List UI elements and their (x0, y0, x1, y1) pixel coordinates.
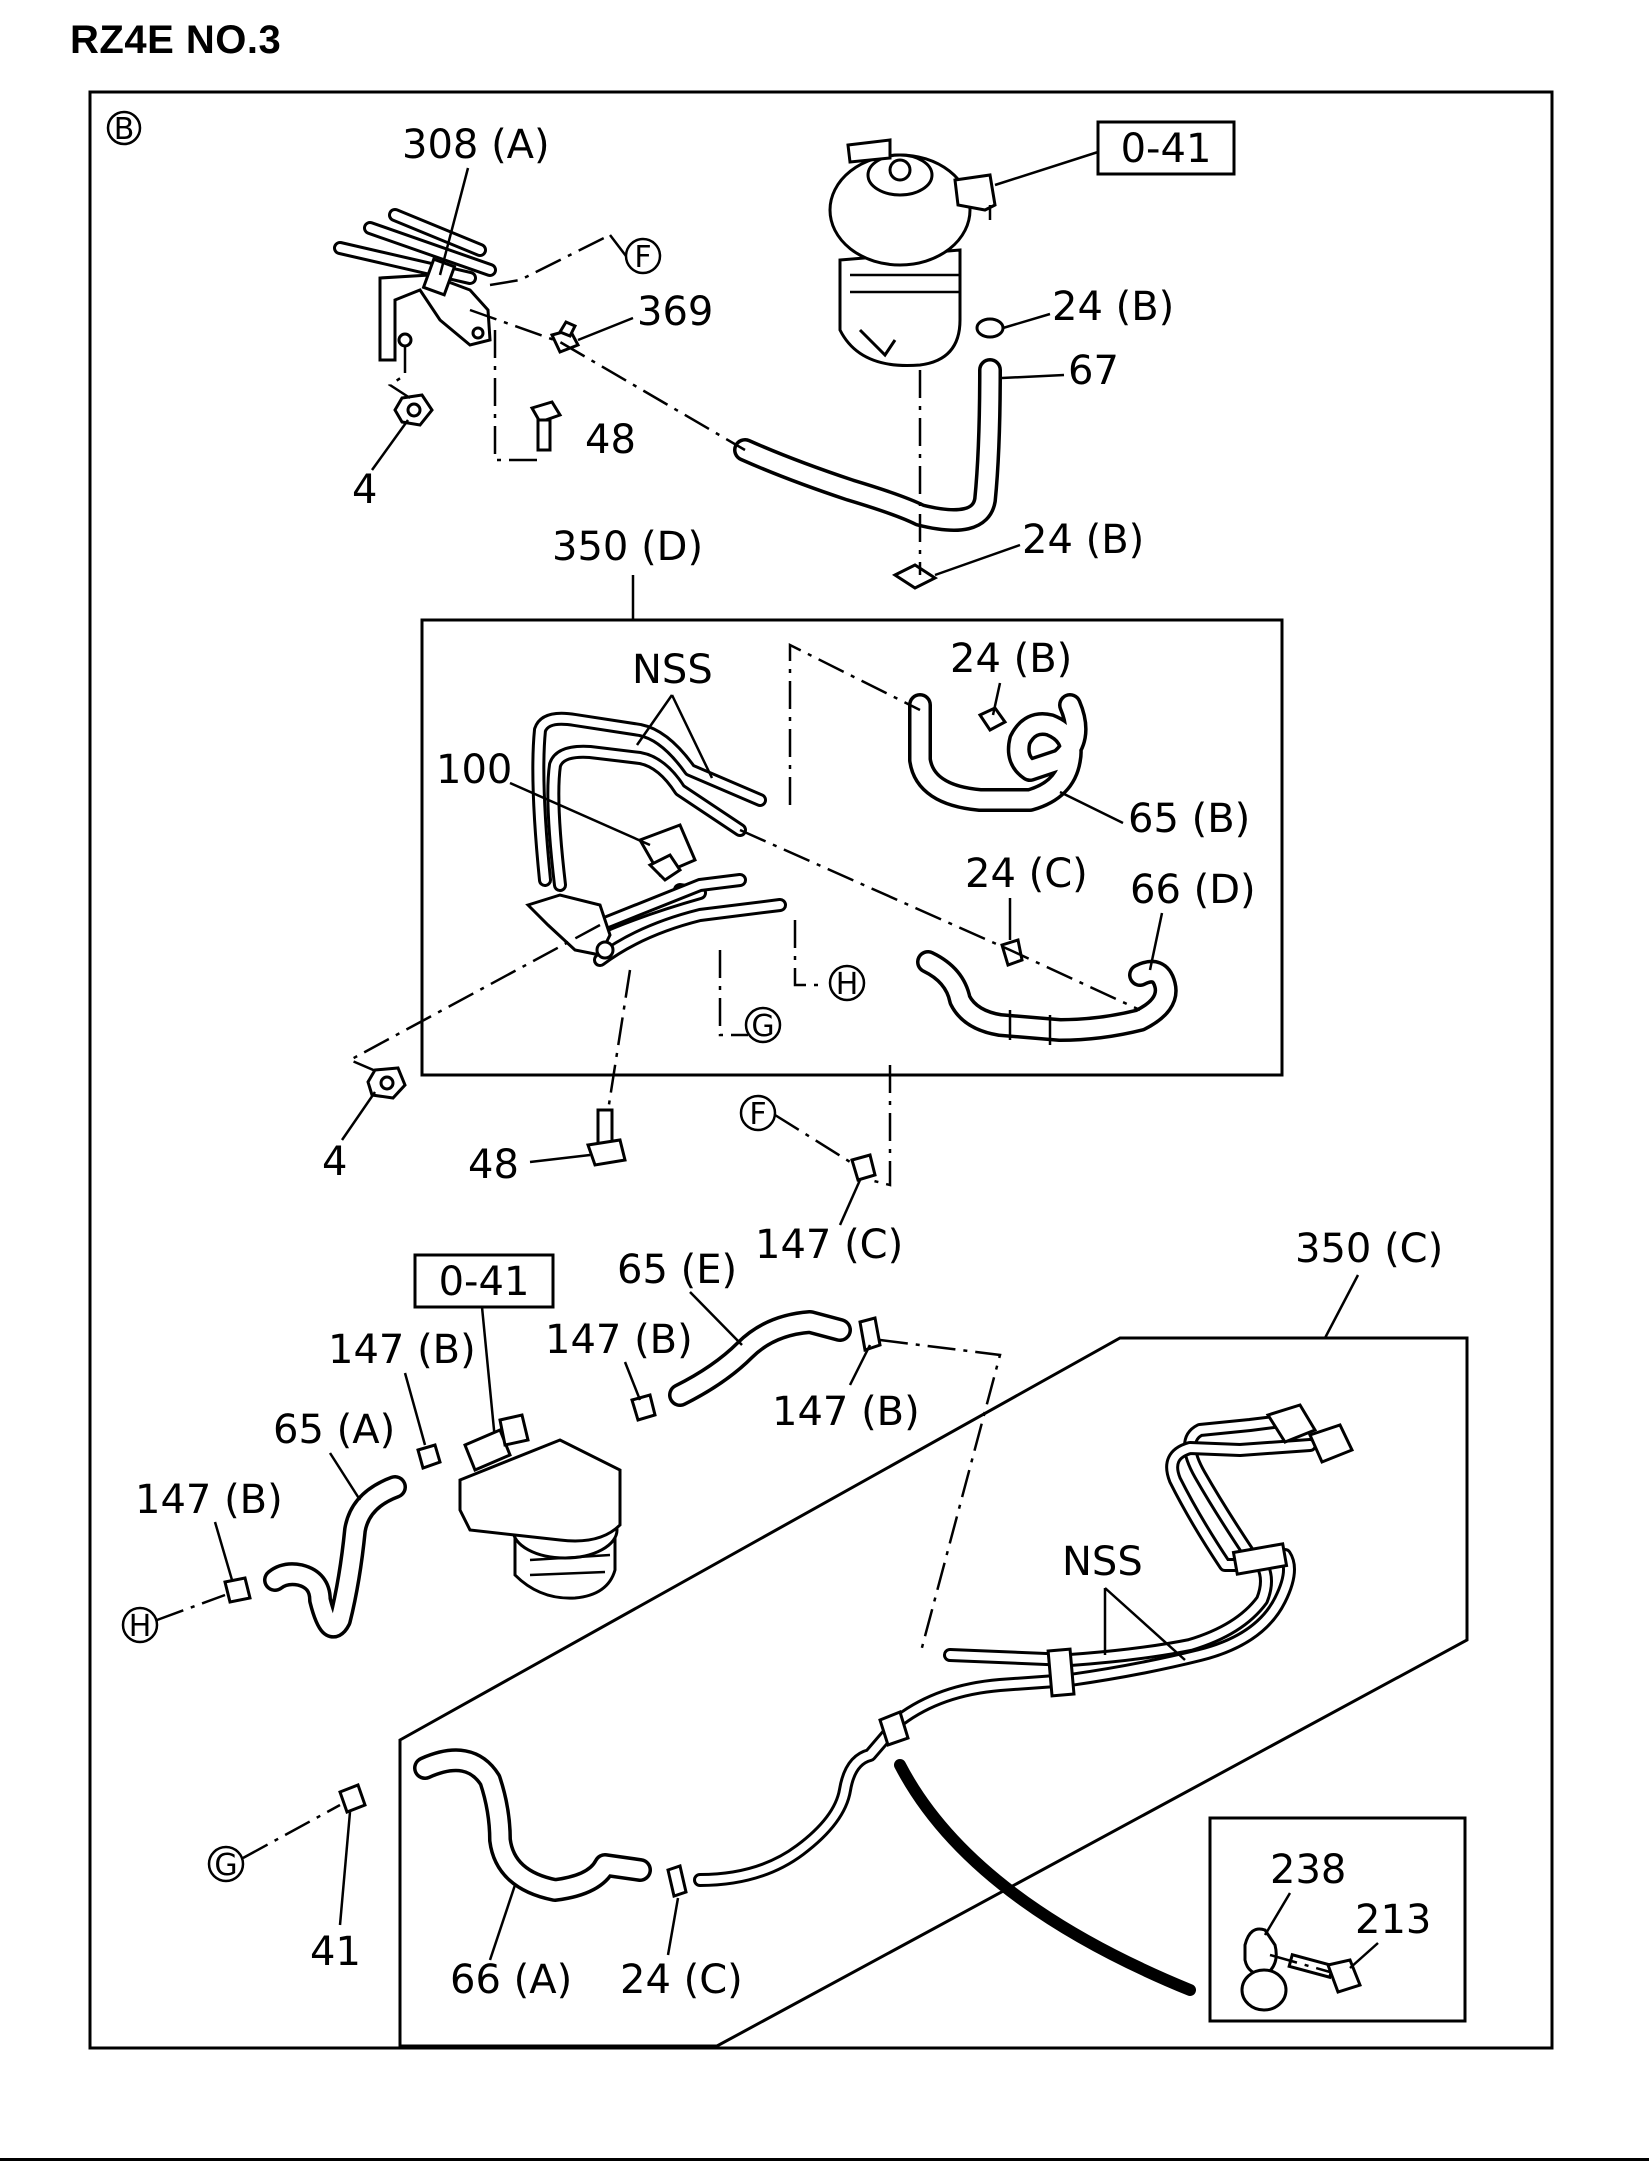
connector-f-top: F (609, 234, 662, 275)
label-48-mid: 48 (468, 1142, 519, 1188)
label-66d: 66 (D) (1130, 867, 1256, 913)
clamp-147c (850, 1153, 877, 1182)
label-24b-a: 24 (B) (1052, 284, 1174, 330)
bottom-rule (0, 2158, 1649, 2161)
leader-nut4-mid (347, 923, 601, 1077)
nut-4-top (393, 393, 434, 427)
leader-bolt48-mid (603, 969, 632, 1131)
clamp-24c-top (1000, 938, 1024, 967)
leader-g-mid (718, 950, 748, 1037)
leader-65b-tube (788, 642, 921, 805)
fitting-308a (333, 208, 497, 297)
diagram-frame (88, 90, 1554, 2050)
svg-text:F: F (634, 240, 651, 275)
hose-65e (668, 1310, 852, 1407)
svg-text:H: H (836, 967, 859, 1002)
svg-text:F: F (749, 1097, 766, 1132)
connector-h-mid: H (828, 964, 866, 1002)
leader-f-mid (774, 1113, 856, 1167)
hose-66a (413, 1748, 652, 1902)
svg-text:0-41: 0-41 (1121, 126, 1212, 172)
svg-text:B: B (114, 112, 135, 147)
label-369: 369 (637, 289, 713, 335)
label-308a: 308 (A) (402, 122, 550, 168)
label-100: 100 (436, 747, 512, 793)
ref-box-0-41-top: 0-41 (994, 120, 1236, 187)
page-title: RZ4E NO.3 (70, 18, 282, 62)
label-4-mid: 4 (322, 1139, 347, 1185)
box-350c (398, 1336, 1469, 2048)
hose-67 (733, 358, 1002, 532)
connector-g-lower: G (207, 1803, 341, 1883)
clamp-147b-b (630, 1393, 657, 1422)
bolt-48-mid (585, 1108, 627, 1167)
view-marker-b: B (106, 110, 142, 147)
label-350c: 350 (C) (1295, 1226, 1443, 1272)
svg-text:0-41: 0-41 (439, 1259, 530, 1305)
leader-bolt48-top (493, 330, 545, 462)
connector-f-mid: F (739, 1094, 777, 1132)
label-48-top: 48 (585, 417, 636, 463)
svg-text:G: G (214, 1848, 237, 1883)
tube-assembly-350c (693, 1403, 1355, 1887)
label-65e: 65 (E) (617, 1247, 737, 1293)
label-65b: 65 (B) (1128, 796, 1250, 842)
clamp-147b-d (223, 1576, 252, 1604)
leader-f-top (489, 233, 611, 287)
leader-tube-24c (739, 828, 1141, 1012)
labels: 308 (A) 369 24 (B) 67 48 4 24 (B) 350 (D… (135, 122, 1443, 2003)
clamp-24b-a (975, 317, 1005, 339)
bolt-213 (1287, 1952, 1362, 1994)
label-24b-c: 24 (B) (950, 636, 1072, 682)
leader-inset (1269, 1953, 1331, 1974)
label-147b-b: 147 (B) (545, 1317, 693, 1363)
box-350d (420, 618, 1284, 1077)
clamp-41 (338, 1783, 367, 1814)
connector-h-lower: H (121, 1593, 226, 1644)
label-147b-a: 147 (B) (328, 1327, 476, 1373)
label-nss-bot: NSS (1062, 1539, 1143, 1585)
svg-text:G: G (751, 1009, 774, 1044)
leader-h-mid (793, 920, 820, 987)
clamp-24b-b (891, 563, 939, 590)
fuel-filter-top (828, 138, 997, 368)
label-24c-bot: 24 (C) (620, 1957, 743, 2003)
hose-65a (263, 1475, 407, 1639)
label-nss-top: NSS (632, 647, 713, 693)
clamp-147b-a (416, 1443, 442, 1470)
label-66a: 66 (A) (450, 1957, 572, 2003)
bolt-48-top (529, 400, 563, 452)
label-147c: 147 (C) (755, 1222, 903, 1268)
detail-inset (1208, 1816, 1467, 2023)
clip-238 (1240, 1927, 1288, 2012)
label-24b-b: 24 (B) (1022, 517, 1144, 563)
clamp-369 (549, 320, 581, 354)
label-24c-top: 24 (C) (965, 851, 1088, 897)
label-213: 213 (1355, 1897, 1431, 1943)
nut-4-mid (366, 1066, 407, 1100)
label-238: 238 (1270, 1847, 1346, 1893)
leader-147b-to-tube (879, 1338, 1002, 1656)
label-147b-c: 147 (B) (772, 1389, 920, 1435)
label-41: 41 (310, 1929, 361, 1975)
label-4-top: 4 (352, 467, 377, 513)
ref-box-0-41-lower: 0-41 (413, 1253, 555, 1441)
leader-nut4-top (387, 345, 411, 400)
label-147b-d: 147 (B) (135, 1477, 283, 1523)
clamp-147b-c (858, 1316, 882, 1352)
fuel-filter-lower (458, 1413, 622, 1600)
svg-text:H: H (129, 1609, 152, 1644)
hose-66d (916, 950, 1178, 1045)
bracket-sensor-100 (525, 823, 697, 960)
label-67: 67 (1068, 348, 1119, 394)
connector-g-mid: G (744, 1006, 782, 1044)
hose-65b (908, 693, 1088, 812)
braided-hose (894, 1759, 1196, 1996)
label-65a: 65 (A) (273, 1407, 395, 1453)
label-350d: 350 (D) (552, 524, 703, 570)
clamp-24c-bot (666, 1864, 688, 1898)
leader-147c (869, 1065, 892, 1187)
